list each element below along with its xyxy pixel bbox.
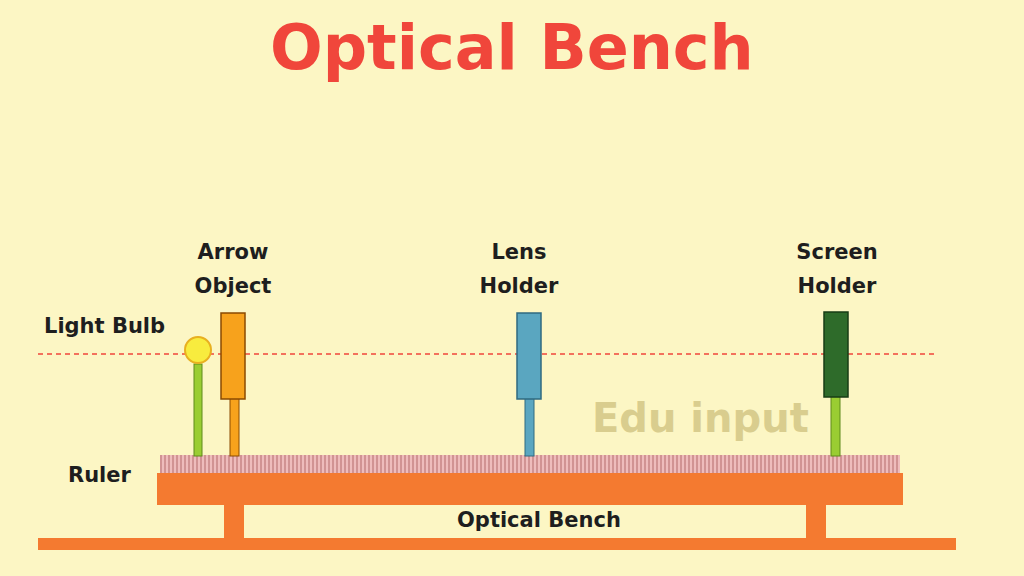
- part-label: Light Bulb: [44, 310, 165, 344]
- object-stem: [230, 398, 239, 456]
- lens-stem: [525, 398, 534, 456]
- part-label: Arrow Object: [173, 236, 293, 303]
- watermark: Edu input: [592, 396, 809, 440]
- light-bulb: [185, 337, 211, 363]
- bench-top: [157, 473, 903, 505]
- title: Optical Bench: [270, 14, 754, 82]
- ruler-scale: [160, 455, 900, 473]
- part-label: Ruler: [68, 459, 131, 493]
- optical-axis: [38, 353, 934, 355]
- arrow-object: [221, 313, 245, 399]
- lens-holder: [517, 313, 541, 399]
- bulb-stem: [194, 364, 202, 456]
- bench-leg: [806, 503, 826, 540]
- screen-holder: [824, 312, 848, 397]
- bench-leg: [224, 503, 244, 540]
- screen-stem: [831, 396, 840, 456]
- part-label: Lens Holder: [454, 236, 584, 303]
- part-label: Screen Holder: [767, 236, 907, 303]
- part-label: Optical Bench: [457, 504, 621, 538]
